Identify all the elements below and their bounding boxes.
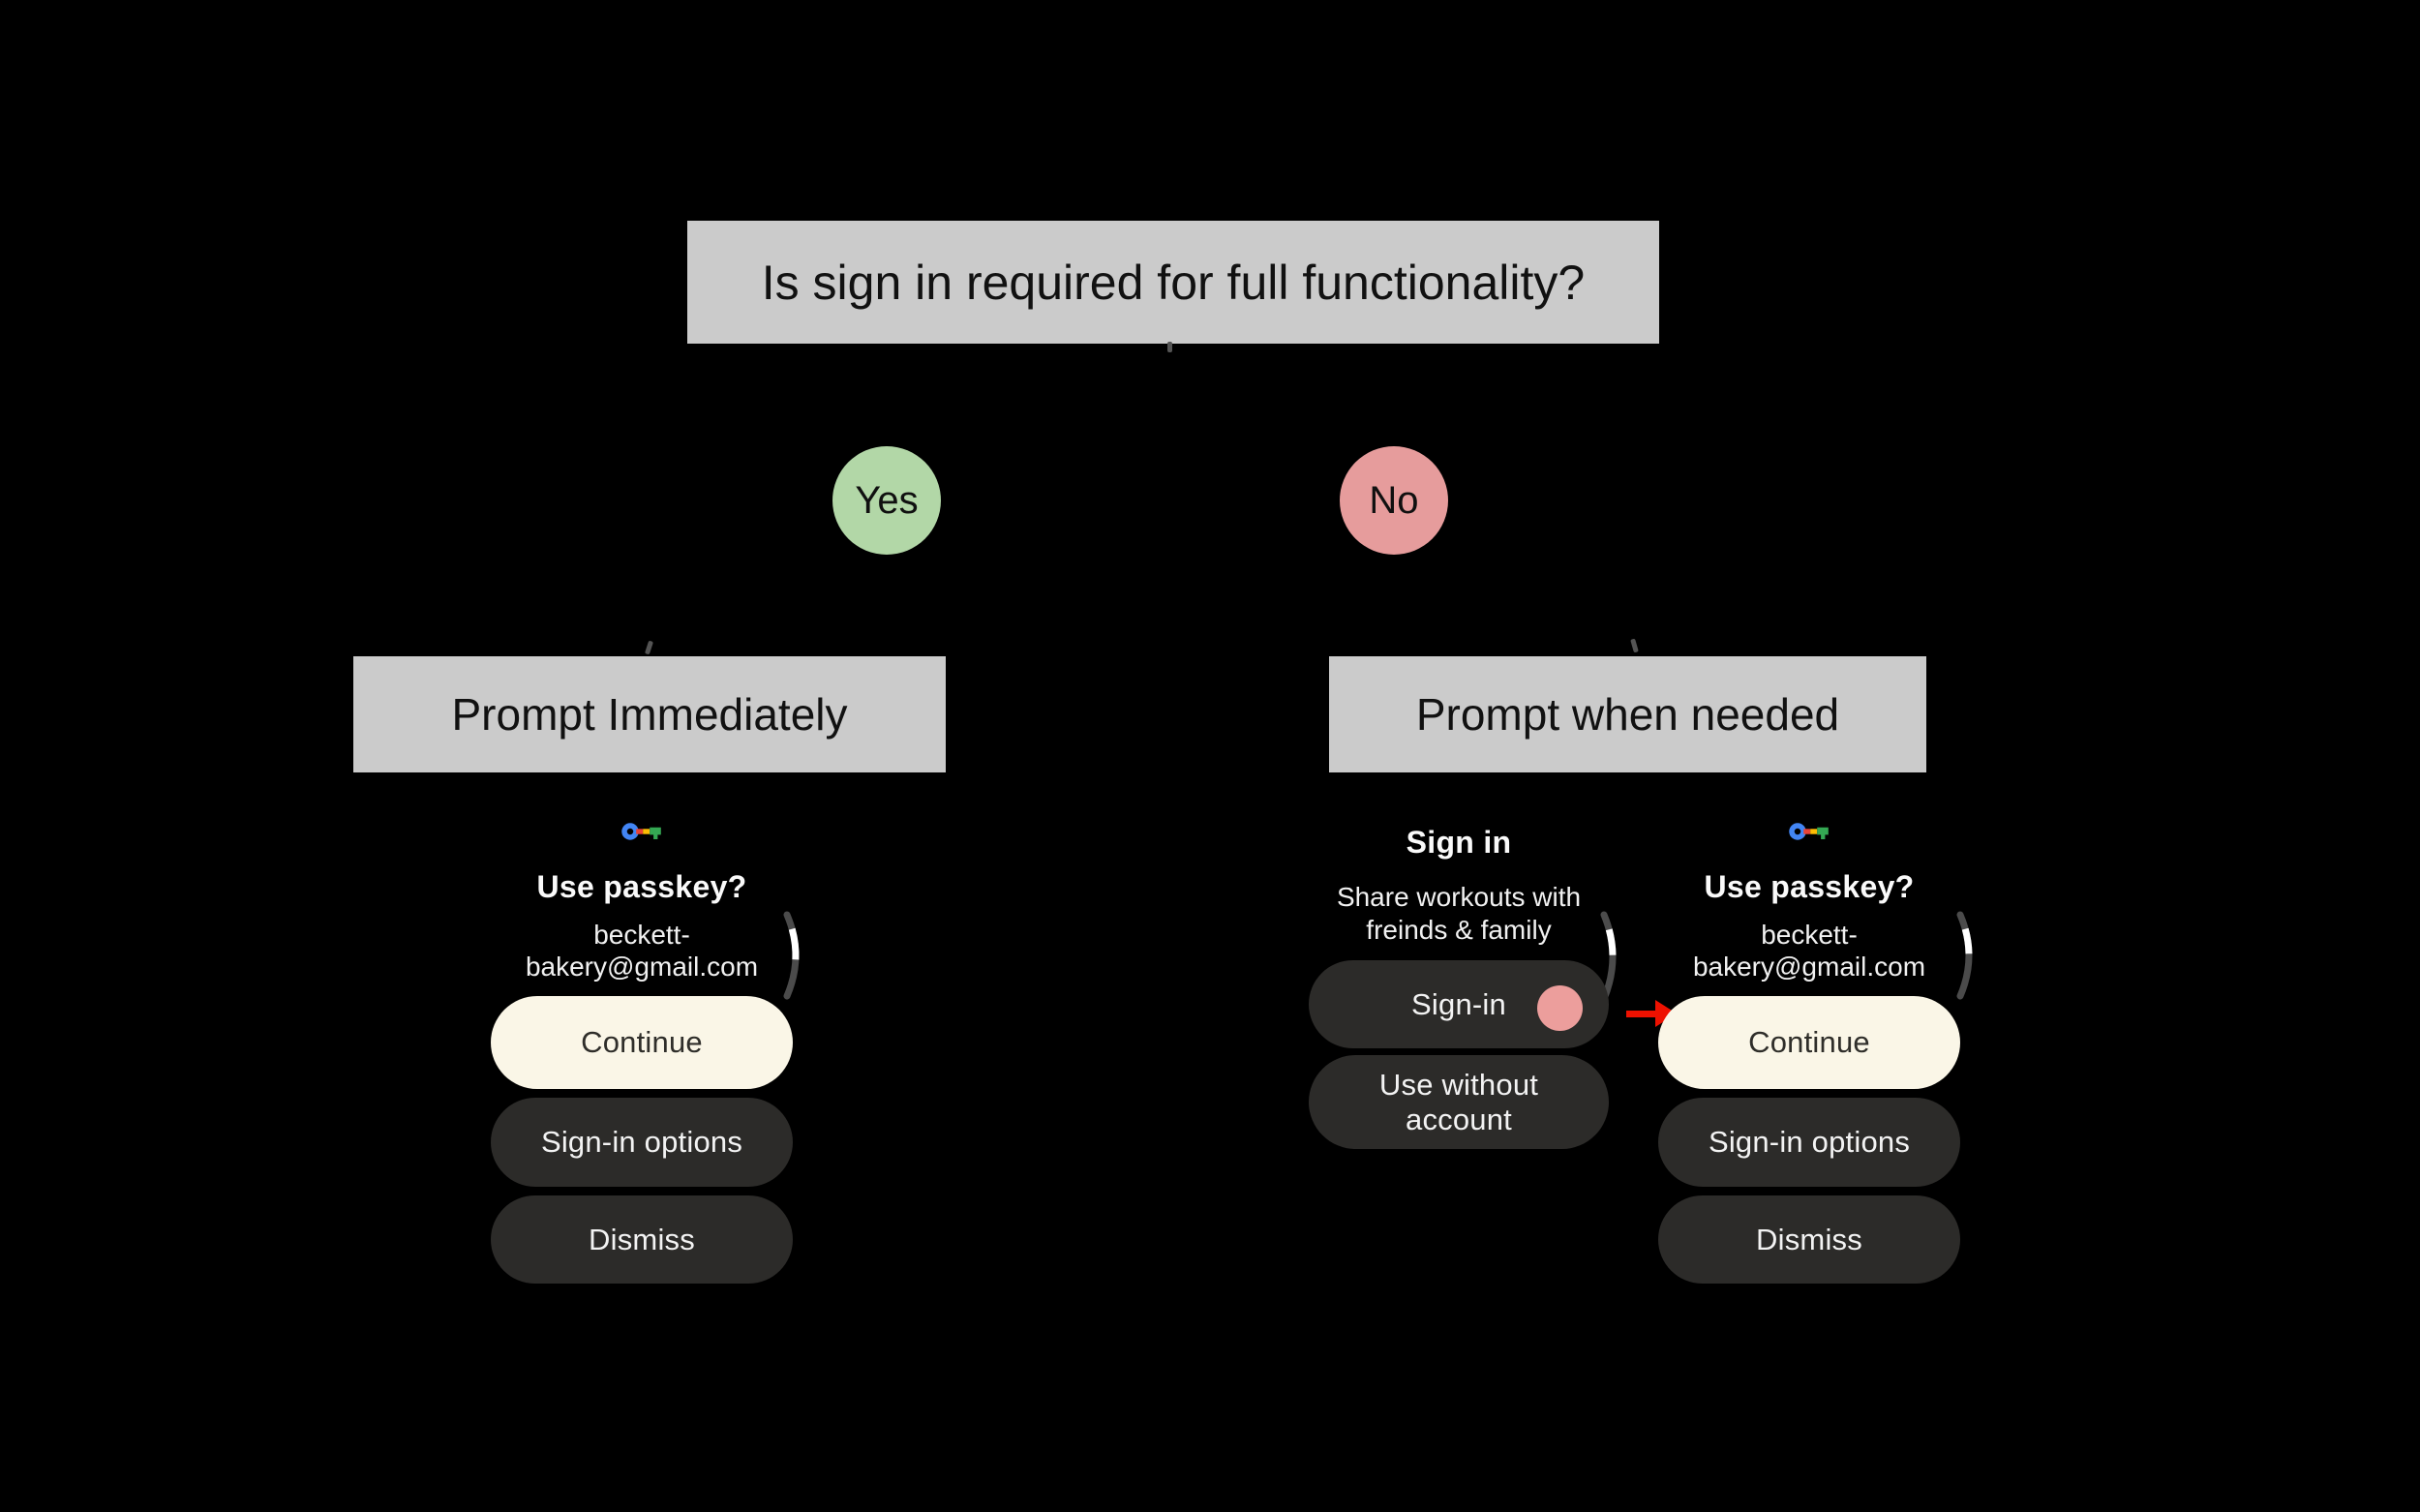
outcome-prompt-immediately-text: Prompt Immediately xyxy=(451,689,848,740)
use-without-account-line2: account xyxy=(1406,1102,1512,1136)
account-email: beckett- bakery@gmail.com xyxy=(426,919,858,983)
scroll-position-indicator[interactable] xyxy=(1597,911,1622,1003)
continue-button-label: Continue xyxy=(581,1025,703,1059)
continue-button-label: Continue xyxy=(1748,1025,1870,1059)
account-email-line1: beckett- xyxy=(1761,920,1858,950)
account-email: beckett- bakery@gmail.com xyxy=(1636,919,1982,983)
outcome-prompt-when-needed-text: Prompt when needed xyxy=(1415,689,1840,740)
passkey-dialog-title: Use passkey? xyxy=(1704,869,1915,904)
use-without-account-button[interactable]: Use without account xyxy=(1309,1055,1609,1149)
account-email-line2: bakery@gmail.com xyxy=(1692,952,1926,982)
flow-title-box: Is sign in required for full functionali… xyxy=(687,221,1659,344)
no-node-label: No xyxy=(1369,478,1419,522)
sign-in-screen-title: Sign in xyxy=(1406,825,1512,860)
sign-in-options-button-label: Sign-in options xyxy=(540,1125,743,1159)
sign-in-screen: Sign in Share workouts with freinds & fa… xyxy=(1285,813,1633,1162)
connector-tick xyxy=(1167,342,1172,352)
scroll-position-indicator[interactable] xyxy=(1953,911,1979,1000)
dismiss-button[interactable]: Dismiss xyxy=(491,1195,793,1284)
dismiss-button-label: Dismiss xyxy=(1756,1222,1862,1256)
sign-in-button[interactable]: Sign-in xyxy=(1309,960,1609,1048)
outcome-prompt-immediately: Prompt Immediately xyxy=(353,656,946,772)
tap-indicator-dot xyxy=(1537,985,1583,1031)
account-email-line1: beckett- xyxy=(593,920,690,950)
sign-in-subtitle-line2: freinds & family xyxy=(1366,915,1552,945)
sign-in-options-button[interactable]: Sign-in options xyxy=(1658,1098,1960,1187)
passkey-dialog-left: Use passkey? beckett- bakery@gmail.com C… xyxy=(426,813,858,1297)
sign-in-subtitle: Share workouts with freinds & family xyxy=(1285,881,1633,947)
account-email-line2: bakery@gmail.com xyxy=(525,952,759,982)
sign-in-subtitle-line1: Share workouts with xyxy=(1336,882,1582,912)
scroll-position-indicator[interactable] xyxy=(780,911,805,1000)
outcome-prompt-when-needed: Prompt when needed xyxy=(1329,656,1926,772)
passkey-dialog-right: Use passkey? beckett- bakery@gmail.com C… xyxy=(1636,813,1982,1297)
sign-in-button-label: Sign-in xyxy=(1411,986,1506,1021)
red-arrow-right-icon xyxy=(1626,1000,1677,1027)
passkey-key-icon xyxy=(621,823,661,840)
sign-in-options-button-label: Sign-in options xyxy=(1708,1125,1911,1159)
passkey-dialog-title: Use passkey? xyxy=(536,869,747,904)
dismiss-button[interactable]: Dismiss xyxy=(1658,1195,1960,1284)
flow-title-text: Is sign in required for full functionali… xyxy=(761,255,1586,310)
continue-button[interactable]: Continue xyxy=(491,996,793,1089)
connector-tick xyxy=(644,640,654,655)
yes-node-label: Yes xyxy=(855,478,919,522)
passkey-key-icon xyxy=(1789,823,1829,840)
sign-in-options-button[interactable]: Sign-in options xyxy=(491,1098,793,1187)
yes-node: Yes xyxy=(832,446,941,555)
continue-button[interactable]: Continue xyxy=(1658,996,1960,1089)
dismiss-button-label: Dismiss xyxy=(589,1222,695,1256)
no-node: No xyxy=(1340,446,1448,555)
use-without-account-line1: Use without xyxy=(1378,1067,1539,1102)
connector-tick xyxy=(1630,638,1639,653)
